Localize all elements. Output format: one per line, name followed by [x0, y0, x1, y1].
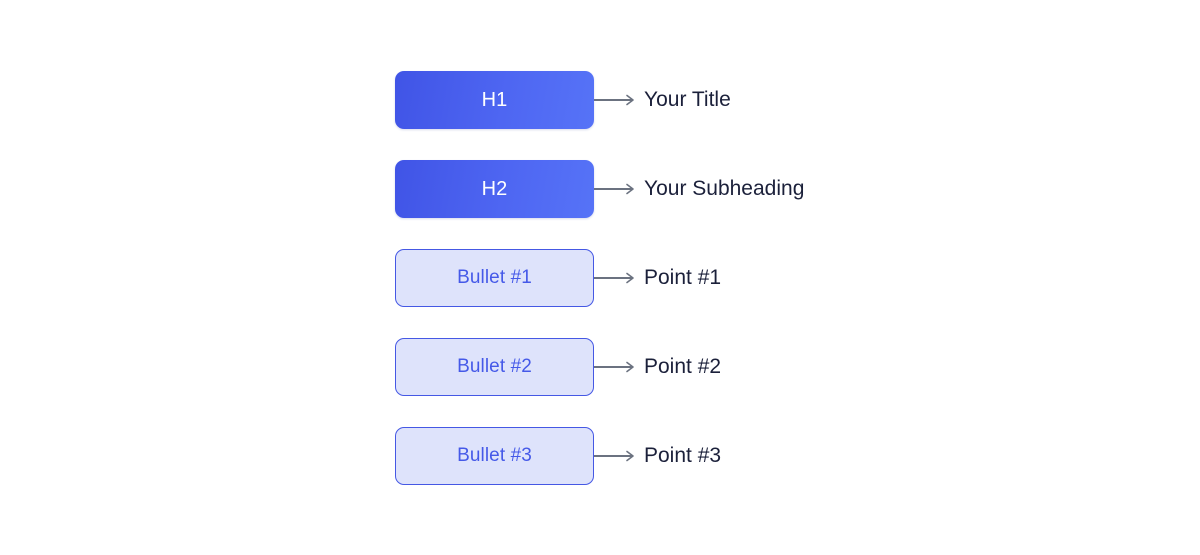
mapping-row-h2: H2 Your Subheading — [395, 160, 804, 218]
label-point-2: Point #2 — [644, 355, 722, 378]
chip-bullet-3[interactable]: Bullet #3 — [395, 427, 594, 485]
chip-h2[interactable]: H2 — [395, 160, 594, 218]
mapping-row-h1: H1 Your Title — [395, 71, 731, 129]
arrow-right-icon — [594, 361, 634, 373]
mapping-row-bullet-3: Bullet #3 Point #3 — [395, 427, 721, 485]
chip-bullet-2[interactable]: Bullet #2 — [395, 338, 594, 396]
label-point-3: Point #3 — [644, 444, 722, 467]
label-point-1: Point #1 — [644, 266, 722, 289]
mapping-row-bullet-1: Bullet #1 Point #1 — [395, 249, 721, 307]
label-your-subheading: Your Subheading — [644, 177, 805, 200]
arrow-right-icon — [594, 450, 634, 462]
label-your-title: Your Title — [644, 88, 731, 111]
chip-h1[interactable]: H1 — [395, 71, 594, 129]
chip-bullet-1[interactable]: Bullet #1 — [395, 249, 594, 307]
arrow-right-icon — [594, 183, 634, 195]
mapping-row-bullet-2: Bullet #2 Point #2 — [395, 338, 721, 396]
arrow-right-icon — [594, 94, 634, 106]
arrow-right-icon — [594, 272, 634, 284]
